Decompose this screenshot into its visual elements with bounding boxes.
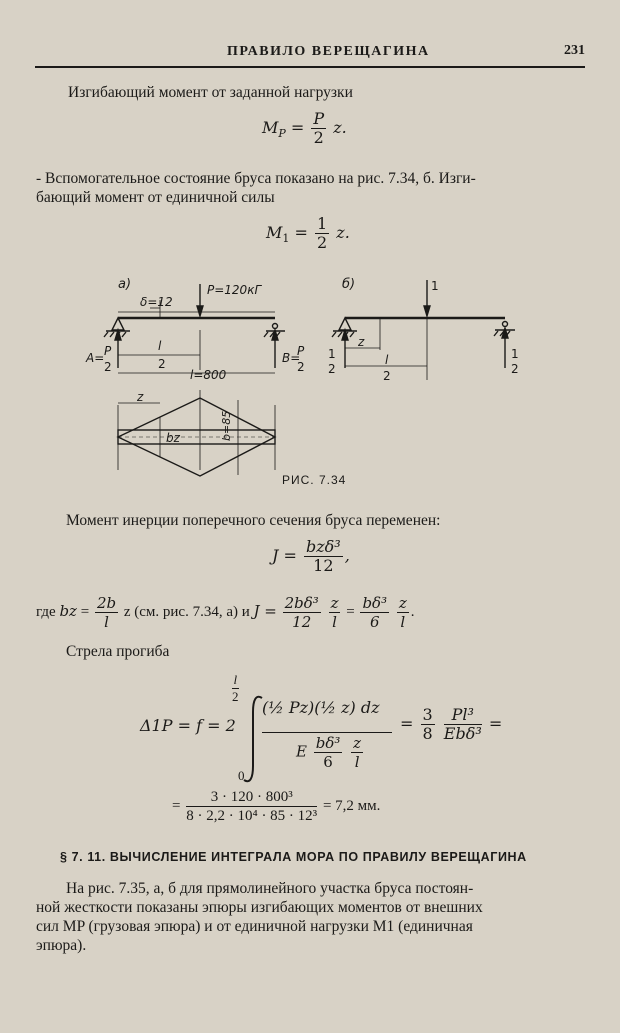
integrand-fraction-bar <box>262 732 392 733</box>
svg-text:z: z <box>357 335 365 349</box>
svg-text:2: 2 <box>297 360 305 374</box>
page-number: 231 <box>564 43 585 58</box>
paragraph-final-2: ной жесткости показаны эпюры изгибающих … <box>36 899 483 916</box>
svg-text:2: 2 <box>104 360 112 374</box>
paragraph-final-3: сил MP (грузовая эпюра) и от единичной н… <box>36 918 473 935</box>
running-header: ПРАВИЛО ВЕРЕЩАГИНА 231 <box>35 40 585 68</box>
svg-text:2: 2 <box>158 357 166 371</box>
paragraph-moment-load: Изгибающий момент от заданной нагрузки <box>68 84 353 101</box>
fig-B: B= <box>282 351 300 365</box>
svg-text:l: l <box>385 353 389 367</box>
svg-text:1: 1 <box>431 279 439 293</box>
header-rule <box>35 66 585 68</box>
integrand-numerator: (½ Pz)(½ z) dz <box>262 698 380 717</box>
fig-b85: b=85 <box>220 411 233 441</box>
svg-text:P: P <box>104 344 112 358</box>
running-title: ПРАВИЛО ВЕРЕЩАГИНА <box>227 44 430 59</box>
svg-text:1: 1 <box>511 347 519 361</box>
integral-sign <box>243 695 263 783</box>
paragraph-final-4: эпюра). <box>36 937 87 954</box>
integral-upper-limit: l 2 <box>232 672 239 704</box>
paragraph-inertia: Момент инерции поперечного сечения бруса… <box>66 512 441 529</box>
fig-delta: δ=12 <box>140 295 173 309</box>
equation-deflection-lhs: Δ1P = f = 2 <box>140 716 236 735</box>
svg-text:P: P <box>297 344 305 358</box>
svg-text:1: 1 <box>328 347 336 361</box>
svg-text:2: 2 <box>511 362 519 376</box>
fig-load: P=120кГ <box>207 283 262 297</box>
integral-lower-limit: 0 <box>238 768 245 783</box>
section-heading: § 7. 11. ВЫЧИСЛЕНИЕ ИНТЕГРАЛА МОРА ПО ПР… <box>60 850 527 864</box>
paragraph-deflection: Стрела прогиба <box>66 643 170 660</box>
paragraph-aux-state-1: - Вспомогательное состояние бруса показа… <box>36 170 476 187</box>
svg-text:z: z <box>136 390 144 404</box>
svg-text:2: 2 <box>328 362 336 376</box>
fig-A: A= <box>85 351 104 365</box>
svg-text:l: l <box>158 339 162 353</box>
paragraph-final-1: На рис. 7.35, а, б для прямолинейного уч… <box>66 880 474 897</box>
fig-label-b: б) <box>342 277 355 292</box>
fig-bz: bz <box>166 431 181 445</box>
fig-l800: l=800 <box>190 368 227 382</box>
svg-text:2: 2 <box>383 369 391 383</box>
fig-label-a: а) <box>118 277 131 292</box>
paragraph-aux-state-2: бающий момент от единичной силы <box>36 189 275 206</box>
figure-caption: РИС. 7.34 <box>282 473 347 487</box>
figure-7-34: а) б) δ=12 P=120кГ A= P 2 B= P 2 l 2 l=8… <box>85 277 519 477</box>
